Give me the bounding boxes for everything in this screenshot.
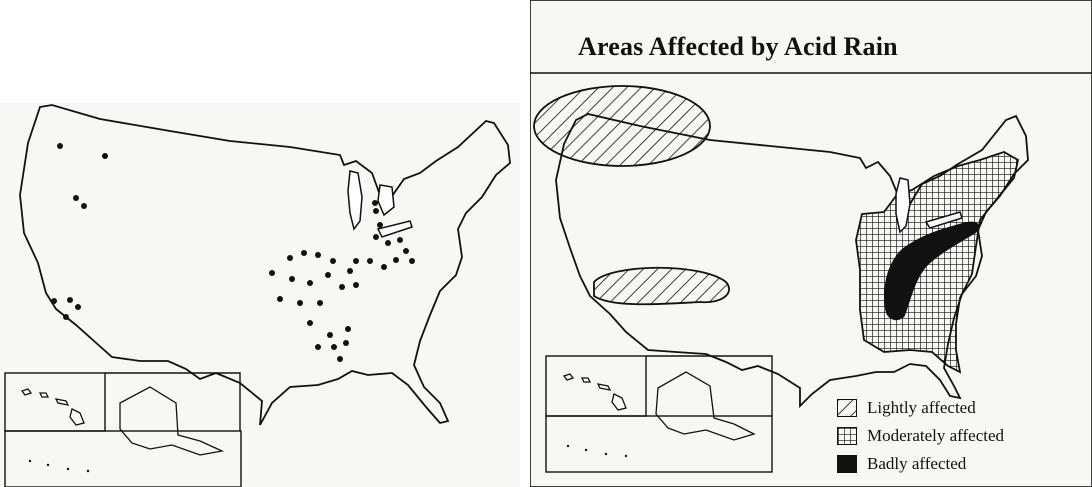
moderate-area-east (855, 151, 1020, 374)
us-outline (19, 104, 511, 426)
legend-label-light: Lightly affected (867, 398, 976, 417)
legend-item-light: Lightly affected (837, 394, 1004, 422)
grid-swatch-icon (837, 427, 857, 445)
legend: Lightly affected Moderately affected Bad… (837, 394, 1004, 478)
solid-swatch-icon (837, 455, 857, 473)
light-area-southwest (593, 266, 730, 306)
right-map-panel: Areas Affected by Acid Rain Lightly affe… (530, 0, 1092, 487)
legend-item-bad: Badly affected (837, 450, 1004, 478)
left-us-map (4, 104, 511, 487)
lake-michigan-right (895, 177, 911, 234)
hatch-swatch-icon (837, 399, 857, 417)
map-title: Areas Affected by Acid Rain (578, 32, 898, 61)
lake-michigan (347, 170, 363, 231)
pollution-sites (51, 143, 415, 362)
legend-label-bad: Badly affected (867, 454, 967, 473)
light-area-northwest (533, 85, 711, 167)
right-us-map (530, 0, 1092, 487)
lake-erie-right (924, 211, 963, 229)
inset-alaska-right (545, 355, 773, 473)
inset-hawaii (4, 372, 106, 432)
lake-erie (376, 220, 413, 238)
inset-alaska (4, 372, 242, 487)
left-map-panel (0, 103, 520, 487)
inset-hawaii-right (545, 355, 647, 417)
legend-label-moderate: Moderately affected (867, 426, 1005, 445)
lake-huron (377, 184, 395, 217)
bad-area-ohio-valley (884, 221, 980, 321)
legend-item-moderate: Moderately affected (837, 422, 1004, 450)
